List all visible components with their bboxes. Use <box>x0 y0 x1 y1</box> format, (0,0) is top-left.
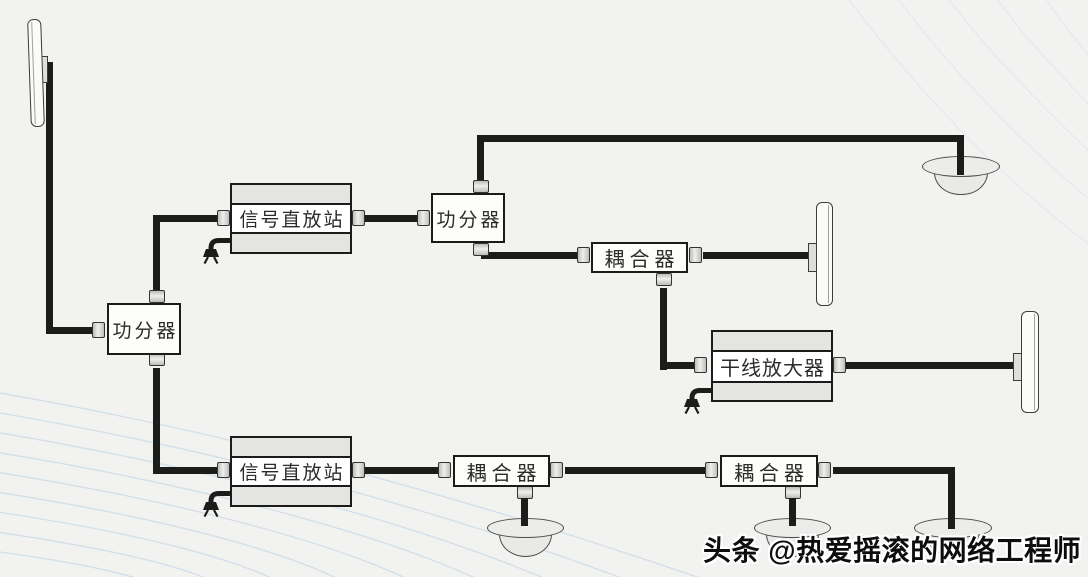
cable-coupler2-to-coupler3 <box>565 467 706 474</box>
repeater-bottom-band <box>232 234 350 252</box>
trunk-amplifier-1: 干线放大器 <box>711 330 833 402</box>
connector <box>92 322 105 338</box>
connector <box>217 462 230 478</box>
cable-splitter1-up <box>153 218 160 293</box>
cable-to-repeater2 <box>153 467 219 474</box>
signal-repeater-2: 信号直放站 <box>230 436 352 507</box>
power-plug-icon <box>684 388 711 414</box>
connector <box>217 210 230 226</box>
repeater-top-band <box>232 185 350 203</box>
coupler-3-label: 耦合器 <box>734 462 809 485</box>
cable-donor-drop <box>46 62 53 334</box>
connector <box>818 462 831 478</box>
connector <box>705 462 718 478</box>
coupler-3: 耦合器 <box>720 455 818 487</box>
cable-drop-ceiling4 <box>948 467 955 529</box>
coupler-2: 耦合器 <box>453 455 550 487</box>
cable-splitter2-to-coupler1 <box>481 252 577 259</box>
cable-donor-to-splitter1 <box>46 327 94 334</box>
coupler-1-label: 耦合器 <box>604 249 680 271</box>
connector <box>833 357 846 373</box>
cable-drop-ceiling1 <box>957 135 964 175</box>
amplifier-top-band <box>713 332 831 350</box>
signal-repeater-1: 信号直放站 <box>230 183 352 254</box>
connector <box>473 180 489 193</box>
cable-top-run <box>477 135 964 142</box>
coupler-1: 耦合器 <box>591 242 688 273</box>
cable-amplifier-to-panel2 <box>846 362 1016 369</box>
repeater-top-band <box>232 438 350 456</box>
cable-coupler3-right <box>833 467 955 474</box>
connector <box>149 290 165 303</box>
connector <box>689 247 702 263</box>
cable-coupler1-down <box>660 288 667 370</box>
coupler-2-label: 耦合器 <box>466 462 542 485</box>
cable-to-repeater1 <box>153 215 218 222</box>
amplifier-bottom-band <box>713 383 831 400</box>
panel-antenna-2-mount <box>1013 353 1022 381</box>
cable-to-amplifier <box>660 362 700 369</box>
cable-splitter2-up <box>477 138 484 184</box>
connector <box>473 243 489 256</box>
connector <box>417 210 430 226</box>
panel-antenna-2 <box>1021 311 1039 413</box>
cable-repeater1-to-splitter2 <box>360 215 420 222</box>
connector <box>352 462 365 478</box>
donor-panel-antenna <box>27 18 45 128</box>
signal-repeater-2-label: 信号直放站 <box>239 463 345 484</box>
panel-antenna-1 <box>816 202 833 306</box>
cable-drop-ceiling3 <box>789 498 796 526</box>
signal-repeater-1-label: 信号直放站 <box>239 210 345 231</box>
power-plug-icon <box>203 491 230 517</box>
cable-splitter1-down <box>153 368 160 474</box>
power-divider-2: 功分器 <box>431 193 505 243</box>
connector <box>577 247 590 263</box>
cable-repeater2-to-coupler2 <box>365 467 439 474</box>
cable-drop-ceiling2 <box>521 498 528 526</box>
connector <box>656 273 672 286</box>
power-plug-icon <box>203 238 230 264</box>
repeater-bottom-band <box>232 487 350 505</box>
watermark-text: 头条 @热爱摇滚的网络工程师 <box>703 535 1082 566</box>
connector <box>550 462 563 478</box>
power-divider-2-label: 功分器 <box>436 209 503 231</box>
panel-antenna-1-mount <box>808 243 817 272</box>
connector <box>352 210 365 226</box>
connector <box>694 357 707 373</box>
cable-coupler1-to-panel1 <box>703 252 811 259</box>
power-divider-1-label: 功分器 <box>112 320 179 342</box>
trunk-amplifier-1-label: 干线放大器 <box>720 358 825 380</box>
connector <box>438 462 451 478</box>
power-divider-1: 功分器 <box>107 303 181 355</box>
